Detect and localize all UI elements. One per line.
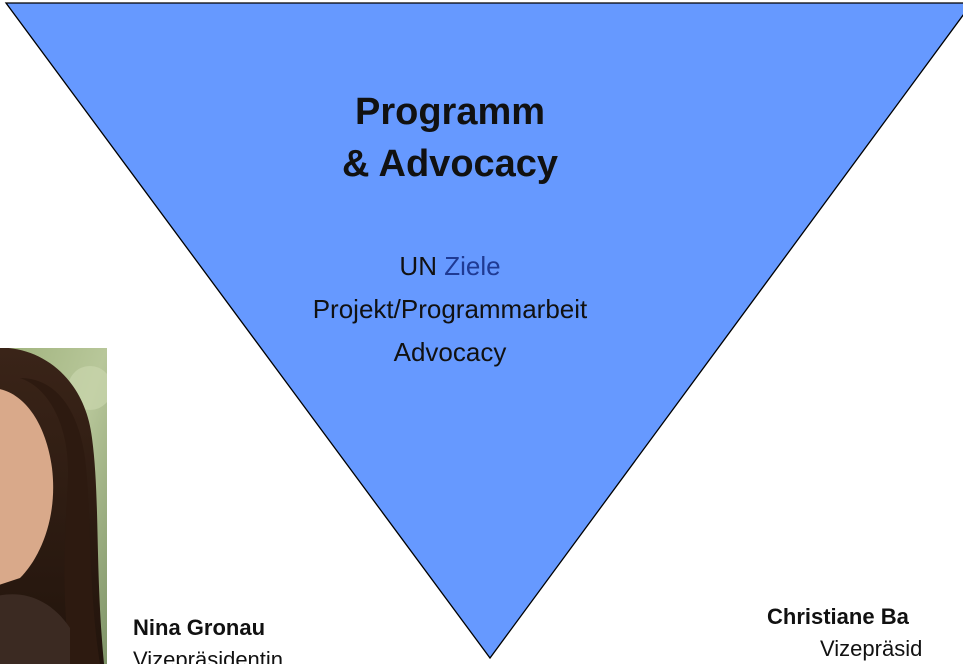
portrait-photo [0, 348, 107, 664]
subtitle-advocacy: Advocacy [393, 337, 507, 367]
person-role-nina: Vizepräsidentin [133, 647, 284, 664]
subtitle-un: UN [399, 251, 437, 281]
title-line-1: Programm [354, 91, 546, 133]
subtitle-ziele: Ziele [444, 251, 501, 281]
title-line-2: & Advocacy [341, 143, 559, 185]
person-name-christiane: Christiane Ba [767, 604, 909, 629]
person-role-christiane: Vizepräsid [820, 636, 923, 661]
inverted-triangle-shape [4, 2, 963, 660]
subtitle-un-ziele: UN Ziele [250, 250, 650, 282]
subtitle-projektarbeit: Projekt/Programmarbeit [312, 294, 588, 324]
person-name-nina: Nina Gronau [133, 615, 266, 640]
portrait-image [0, 348, 107, 664]
